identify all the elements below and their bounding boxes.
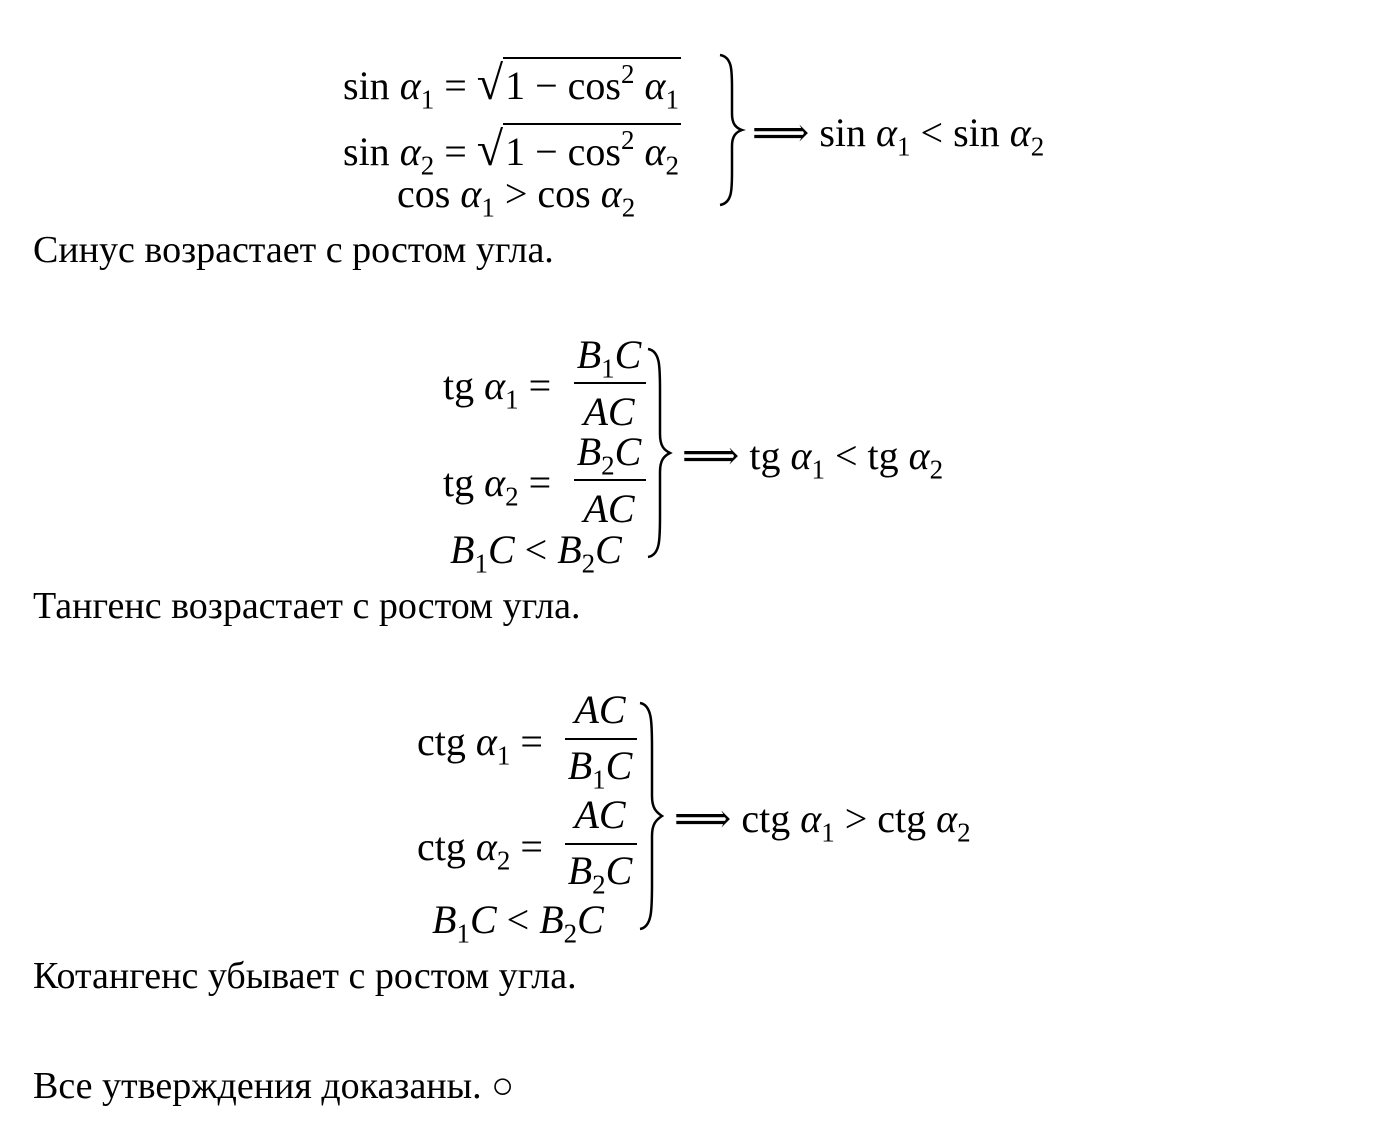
ctg-conclusion: Котангенс убывает с ростом угла. [33, 955, 577, 997]
ctg-alpha1-lhs: ctg α1 = [417, 719, 543, 771]
sin-alpha2-equation: sin α2 = √1 − cos2 α2 [343, 123, 681, 181]
radicand: 1 − cos2 α1 [503, 57, 681, 115]
sqrt-icon: √ [476, 57, 504, 110]
right-brace-icon [639, 701, 665, 931]
tg-alpha1-numerator: B1C [576, 332, 642, 384]
ctg-side-comparison: B1C < B2C [432, 897, 604, 949]
sin-conclusion: Синус возрастает с ростом угла. [33, 229, 554, 271]
right-brace-icon [719, 53, 746, 207]
ctg-alpha1-numerator: AC [574, 687, 626, 732]
ctg-alpha2-denominator: B2C [567, 848, 633, 900]
tg-alpha1-denominator: AC [583, 389, 635, 434]
ctg-alpha2-lhs: ctg α2 = [417, 824, 543, 876]
tg-alpha2-numerator: B2C [576, 429, 642, 481]
fraction-bar [574, 382, 646, 384]
tg-conclusion: Тангенс возрастает с ростом угла. [33, 585, 581, 627]
implies-arrow-icon: ⟹ [752, 110, 810, 155]
ctg-alpha1-denominator: B1C [567, 743, 633, 795]
cos-comparison: cos α1 > cos α2 [397, 171, 636, 223]
tg-alpha2-lhs: tg α2 = [443, 460, 552, 512]
implies-arrow-icon: ⟹ [682, 433, 740, 478]
ctg-alpha2-numerator: AC [574, 792, 626, 837]
sqrt-icon: √ [476, 123, 504, 176]
tg-side-comparison: B1C < B2C [450, 527, 622, 579]
final-statement: Все утверждения доказаны. ○ [33, 1065, 515, 1107]
radicand: 1 − cos2 α2 [503, 123, 681, 181]
fraction-bar [565, 843, 637, 845]
fraction-bar [565, 738, 637, 740]
implies-arrow-icon: ⟹ [674, 796, 732, 841]
tg-alpha2-denominator: AC [583, 486, 635, 531]
ctg-result: ⟹ ctg α1 > ctg α2 [674, 796, 971, 848]
tg-result: ⟹ tg α1 < tg α2 [682, 433, 944, 485]
tg-alpha1-lhs: tg α1 = [443, 363, 552, 415]
end-of-proof-icon: ○ [491, 1065, 515, 1107]
fraction-bar [574, 479, 646, 481]
right-brace-icon [647, 347, 673, 559]
sin-result: ⟹ sin α1 < sin α2 [752, 110, 1045, 162]
sin-alpha1-equation: sin α1 = √1 − cos2 α1 [343, 57, 681, 115]
